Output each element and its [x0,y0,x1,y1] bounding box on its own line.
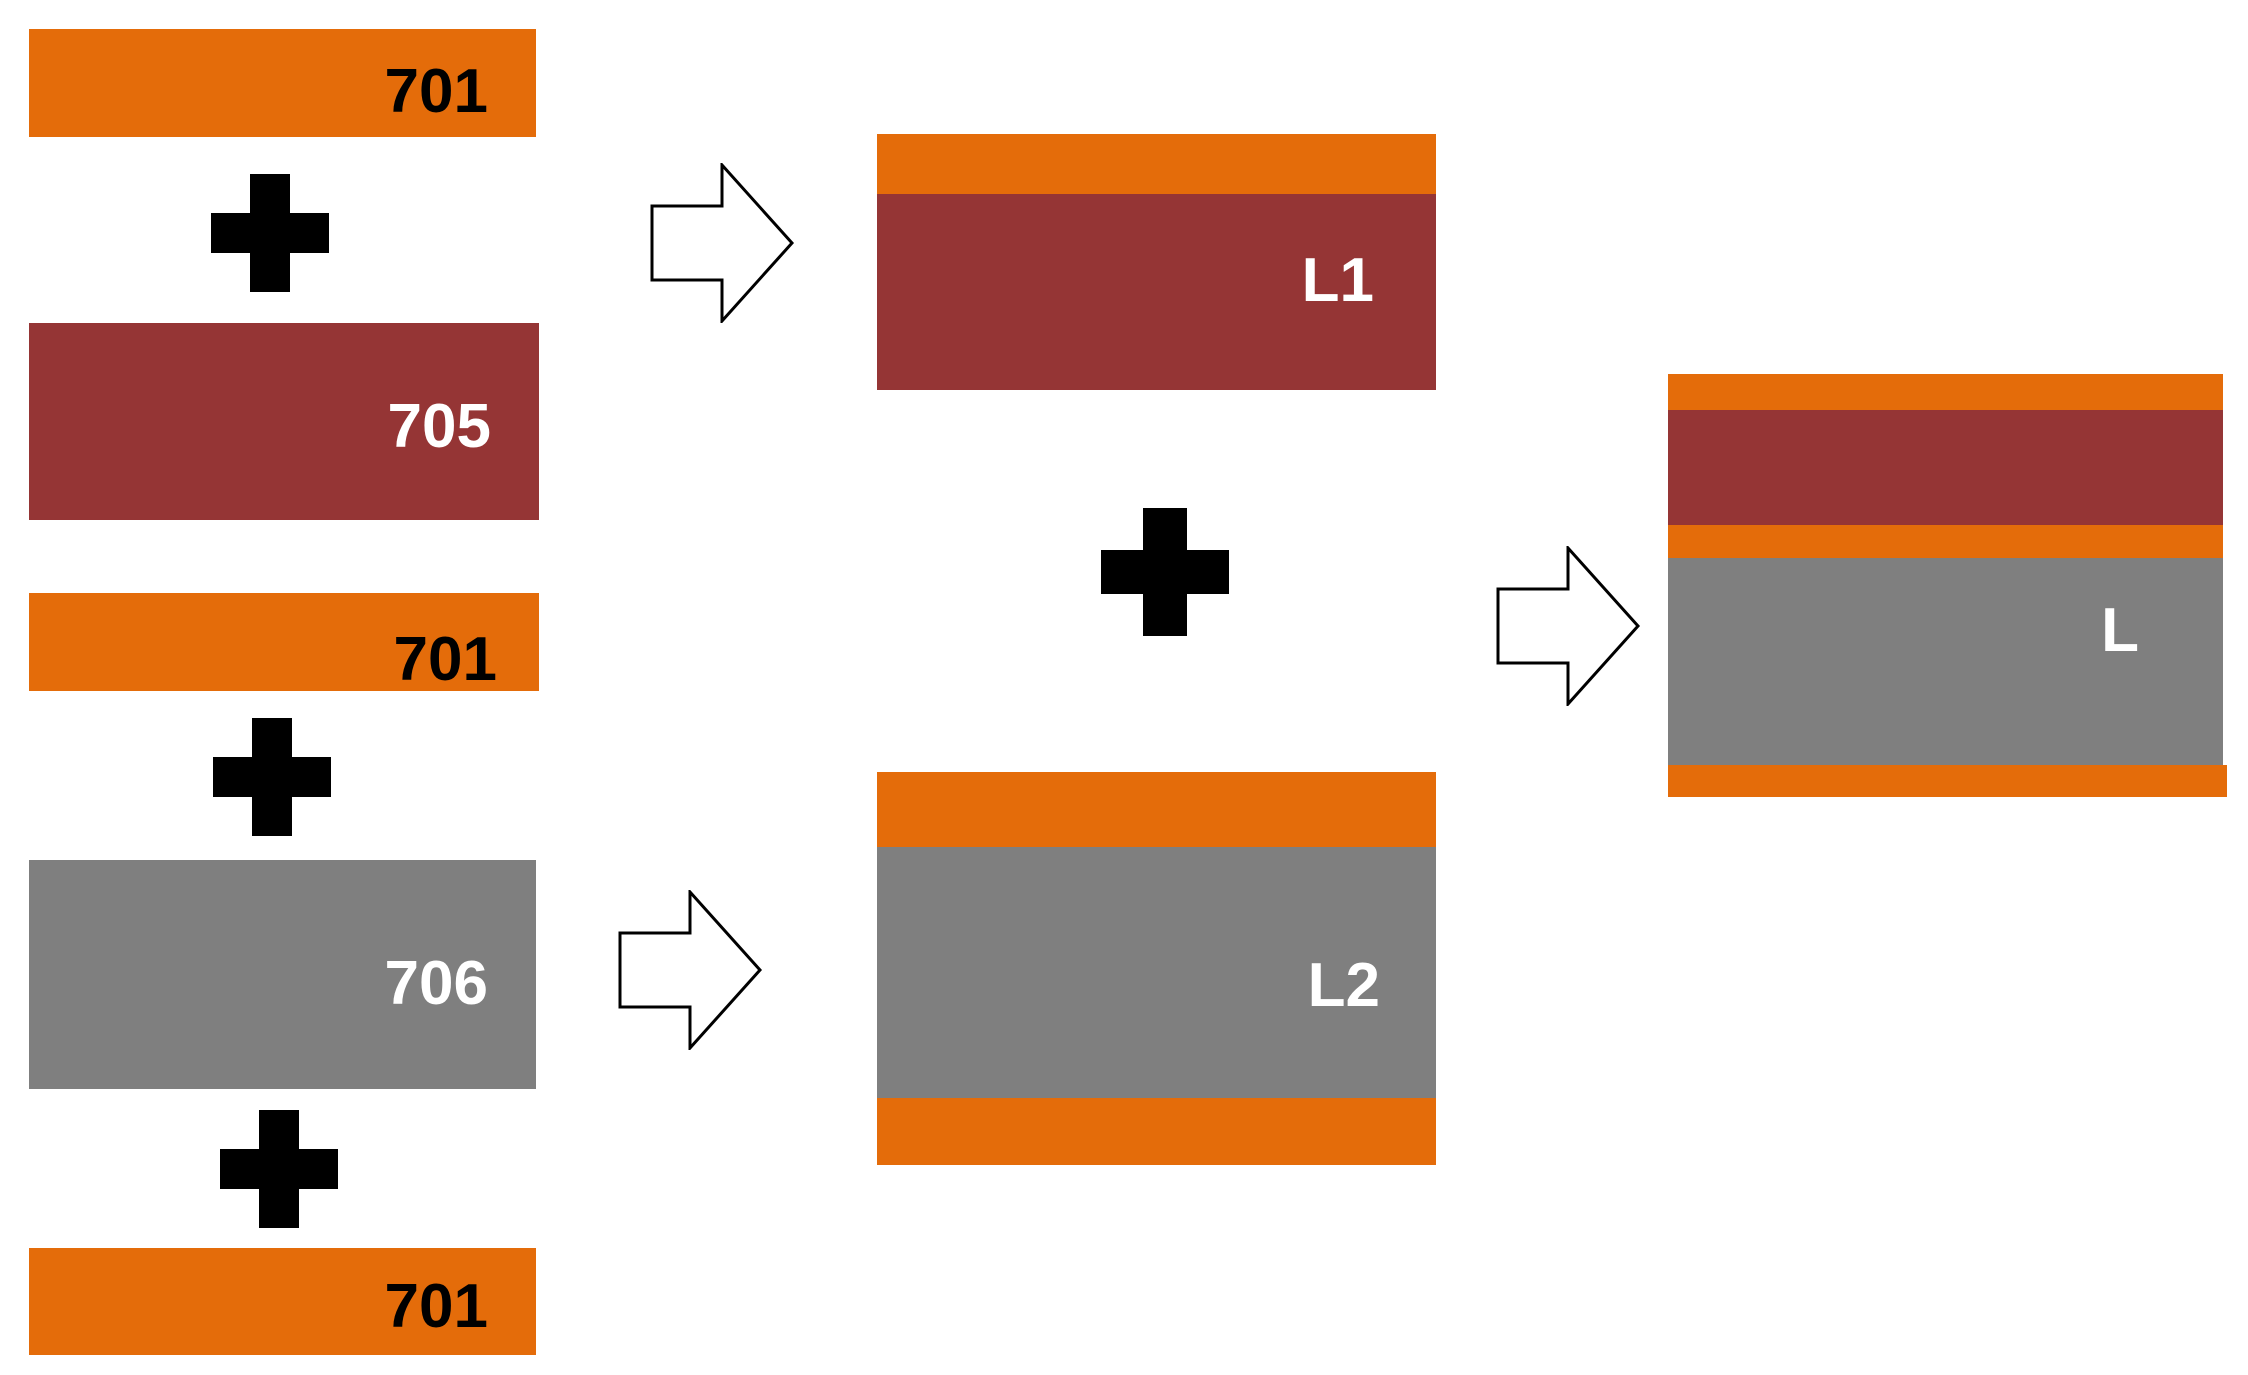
l2-top-layer [877,772,1436,847]
hollow-right-arrow-icon [650,163,795,323]
layer-701-top: 701 [29,29,536,137]
plus-icon [211,174,329,292]
l-706-layer: L [1668,558,2223,765]
layer-705-core: 705 [29,323,539,520]
layer-701-middle-label: 701 [393,625,497,694]
l1-core-layer: L1 [877,194,1436,390]
layer-706-label: 706 [384,949,488,1018]
plus-icon [220,1110,338,1228]
hollow-right-arrow-icon [1496,546,1641,706]
l1-top-layer [877,134,1436,194]
plus-icon [213,718,331,836]
l2-bottom-layer [877,1098,1436,1165]
layer-701-top-label: 701 [384,57,488,126]
layer-701-bottom-label: 701 [384,1272,488,1341]
l-label: L [2101,596,2139,665]
layer-701-middle: 701 [29,593,539,691]
layer-701-bottom: 701 [29,1248,536,1355]
plus-icon [1101,508,1229,636]
hollow-right-arrow-icon [618,890,763,1050]
l-bottom-layer [1668,765,2227,797]
l-middle-layer [1668,525,2223,558]
l-705-layer [1668,410,2223,525]
l2-label: L2 [1307,951,1380,1020]
l1-label: L1 [1301,246,1374,315]
l2-core-layer: L2 [877,847,1436,1098]
layer-705-label: 705 [387,392,491,461]
l-top-layer [1668,374,2223,410]
layer-706-core: 706 [29,860,536,1089]
